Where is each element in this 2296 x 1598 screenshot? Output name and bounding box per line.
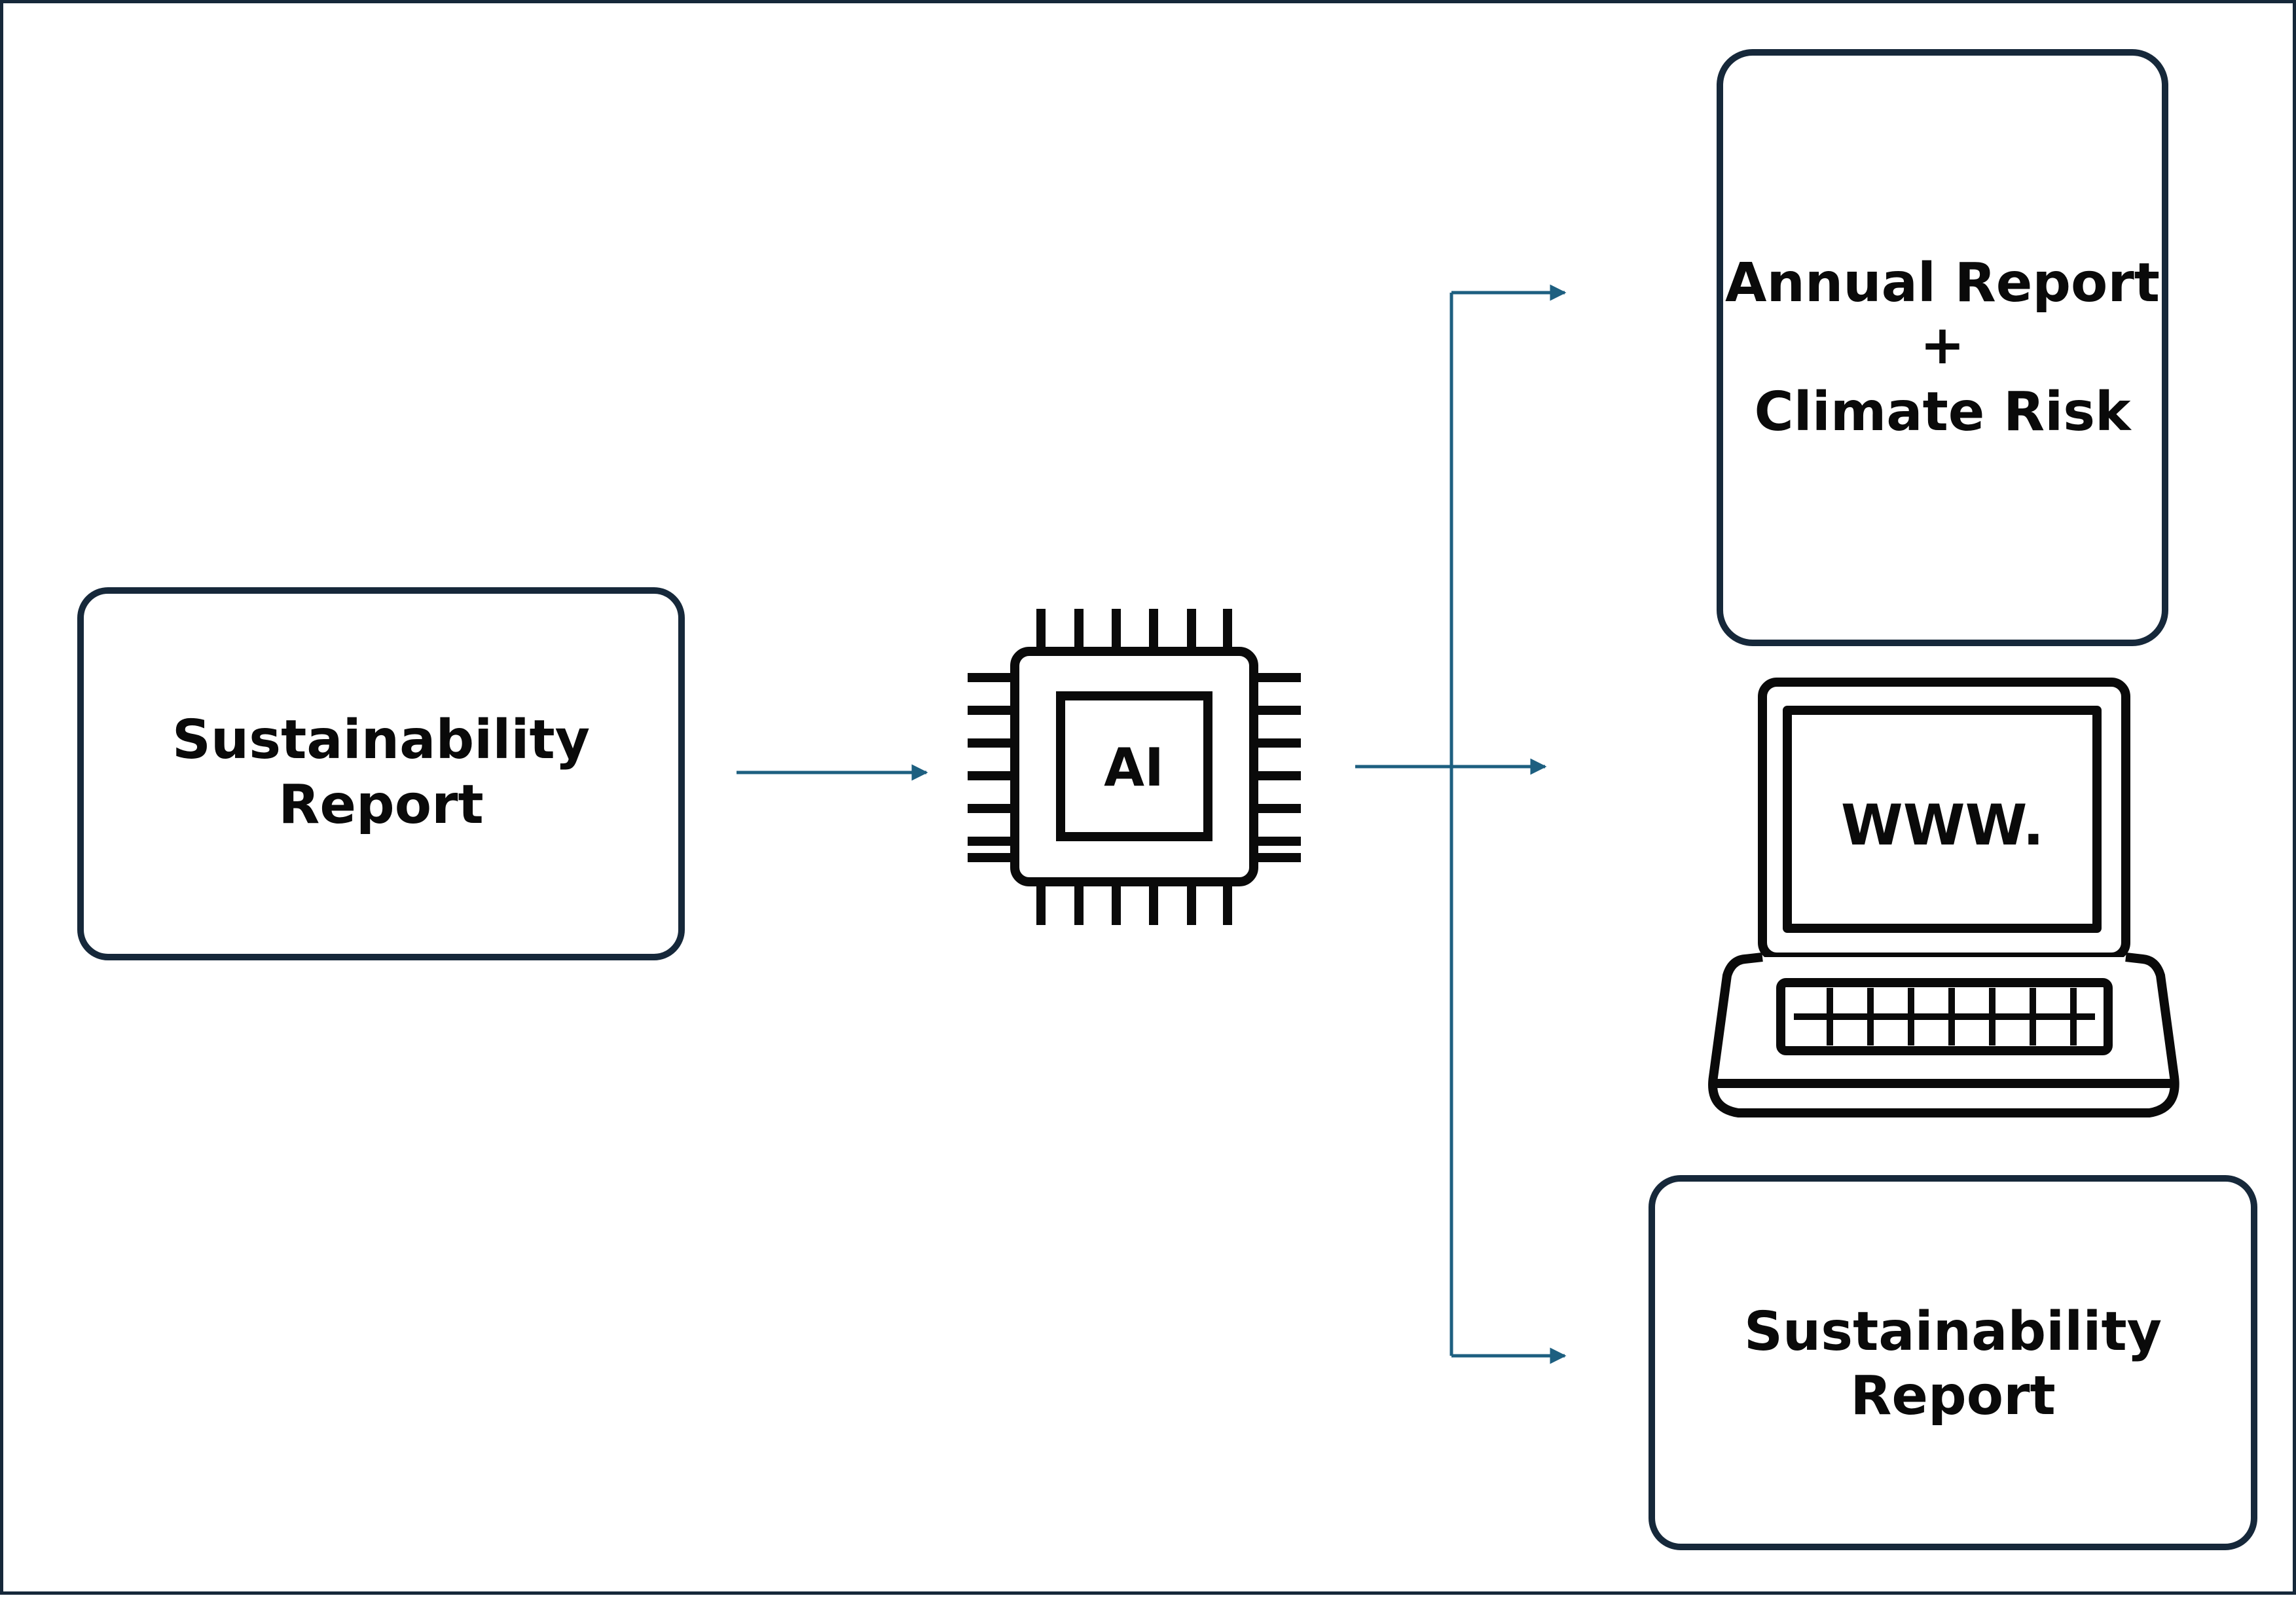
output-report-label-line1: Sustainability [1744, 1301, 2162, 1363]
laptop-icon [1708, 678, 2179, 1117]
annual-report-box [1717, 49, 2168, 646]
output-report-box [1649, 1175, 2257, 1550]
ai-chip-label: AI [1104, 737, 1164, 798]
ai-chip-icon [968, 609, 1301, 925]
annual-report-label-line3: Climate Risk [1754, 381, 2132, 443]
source-report-node: Sustainability Report [77, 587, 685, 960]
source-report-label-line1: Sustainability [172, 709, 590, 771]
annual-report-label-line2: + [1920, 314, 1965, 376]
output-report-label-line2: Report [1850, 1365, 2055, 1427]
website-label: WWW. [1841, 793, 2044, 858]
flow-diagram: Sustainability Report [77, 49, 2257, 1550]
annual-report-node: Annual Report + Climate Risk [1717, 49, 2168, 646]
source-report-label-line2: Report [278, 774, 483, 836]
source-report-box [77, 587, 685, 960]
annual-report-label-line1: Annual Report [1725, 252, 2160, 314]
branch-connector [1355, 284, 1567, 1364]
output-report-node: Sustainability Report [1649, 1175, 2257, 1550]
